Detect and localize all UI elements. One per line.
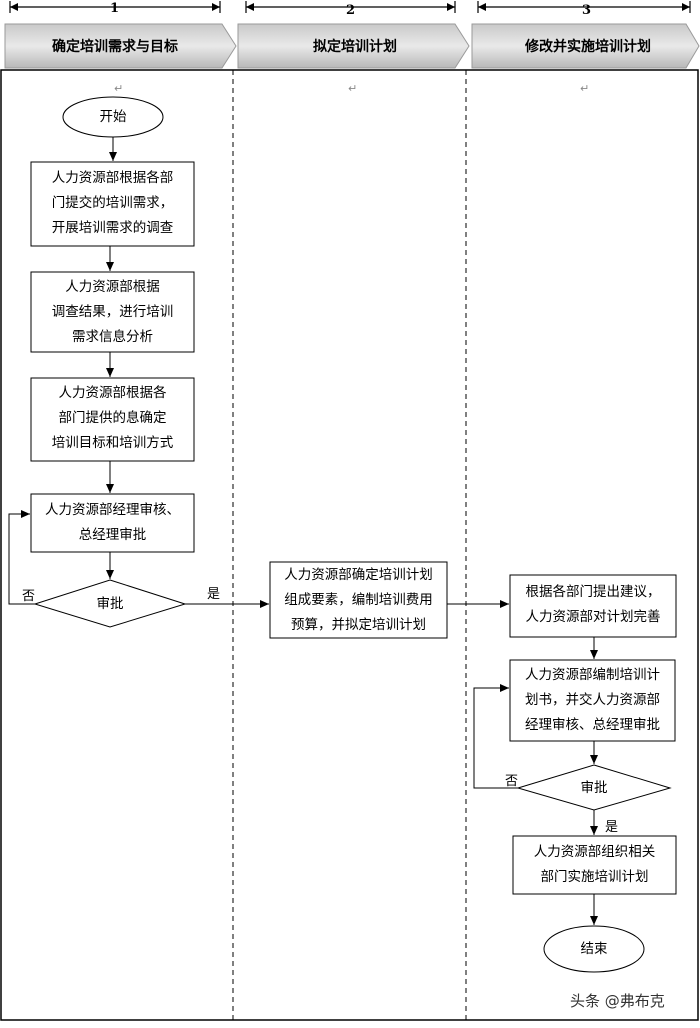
step8-box [512, 835, 677, 895]
return-mark: ↵ [580, 82, 590, 95]
step5-text: 人力资源部确定培训计划 组成要素，编制培训费用 预算，并拟定培训计划 [270, 563, 447, 638]
phase-headers [4, 23, 700, 69]
phase-1-header-shape [4, 23, 237, 69]
phase-1-title: 确定培训需求与目标 [52, 39, 178, 55]
step8-line: 人力资源部组织相关 [533, 844, 656, 860]
step8-line: 部门实施培训计划 [540, 869, 649, 885]
step4-text: 人力资源部经理审核、 总经理审批 [31, 498, 194, 548]
step6-line: 人力资源部对计划完善 [525, 609, 661, 625]
step2-box [30, 271, 195, 353]
step7-line: 划书，并交人力资源部 [525, 692, 660, 708]
step1-text: 人力资源部根据各部 门提交的培训需求， 开展培训需求的调查 [31, 166, 194, 241]
phase-2-number: 2 [346, 3, 356, 18]
step5-line: 组成要素，编制培训费用 [284, 592, 433, 608]
step2-line: 人力资源部根据 [65, 279, 160, 295]
yes-label-2: 是 [605, 820, 619, 835]
no-label-2: 否 [505, 774, 519, 789]
step2-text: 人力资源部根据 调查结果，进行培训 需求信息分析 [31, 275, 194, 350]
step1-box [30, 161, 195, 247]
flowchart-frame [0, 69, 699, 1021]
step4-line: 人力资源部经理审核、 [45, 502, 180, 518]
step8-text: 人力资源部组织相关 部门实施培训计划 [513, 840, 676, 890]
step1-line: 门提交的培训需求， [51, 195, 174, 211]
phase-2-title: 拟定培训计划 [313, 39, 397, 55]
step6-text: 根据各部门提出建议， 人力资源部对计划完善 [510, 580, 676, 630]
step7-line: 经理审核、总经理审批 [525, 717, 660, 733]
phase-3-header-shape [471, 23, 700, 69]
no-label-1: 否 [22, 589, 36, 604]
step3-text: 人力资源部根据各 部门提供的息确定 培训目标和培训方式 [31, 381, 194, 456]
decision2-label: 审批 [580, 780, 608, 796]
step5-box [269, 561, 448, 639]
end-node [543, 925, 645, 973]
return-mark: ↵ [348, 82, 358, 95]
phase-3-number: 3 [582, 3, 592, 18]
phase-3-title: 修改并实施培训计划 [525, 39, 651, 55]
step5-line: 预算，并拟定培训计划 [291, 617, 426, 633]
phase-1-number: 1 [110, 1, 120, 16]
phase-2-header-shape [237, 23, 470, 69]
yes-label-1: 是 [207, 587, 221, 602]
flow-arrows [8, 137, 598, 925]
step3-line: 人力资源部根据各 [58, 385, 167, 401]
step6-box [509, 574, 677, 638]
return-mark: ↵ [114, 82, 124, 95]
step3-line: 部门提供的息确定 [58, 410, 167, 426]
step7-line: 人力资源部编制培训计 [525, 667, 660, 683]
decision1-label: 审批 [96, 596, 124, 612]
step3-line: 培训目标和培训方式 [51, 435, 174, 451]
decision1-diamond [33, 579, 187, 628]
phase-range-arrows [9, 1, 691, 13]
end-label: 结束 [580, 941, 608, 957]
step5-line: 人力资源部确定培训计划 [284, 567, 433, 583]
step7-box [509, 659, 676, 742]
step1-line: 人力资源部根据各部 [51, 170, 174, 186]
step3-box [30, 377, 195, 462]
step4-line: 总经理审批 [78, 527, 147, 543]
step1-line: 开展培训需求的调查 [51, 220, 174, 236]
step2-line: 调查结果，进行培训 [51, 304, 174, 320]
watermark: 头条 @弗布克 [570, 992, 665, 1010]
step2-line: 需求信息分析 [72, 329, 153, 345]
start-label: 开始 [99, 109, 127, 125]
step4-box [30, 493, 195, 553]
step6-line: 根据各部门提出建议， [525, 584, 661, 600]
step7-text: 人力资源部编制培训计 划书，并交人力资源部 经理审核、总经理审批 [510, 663, 675, 738]
